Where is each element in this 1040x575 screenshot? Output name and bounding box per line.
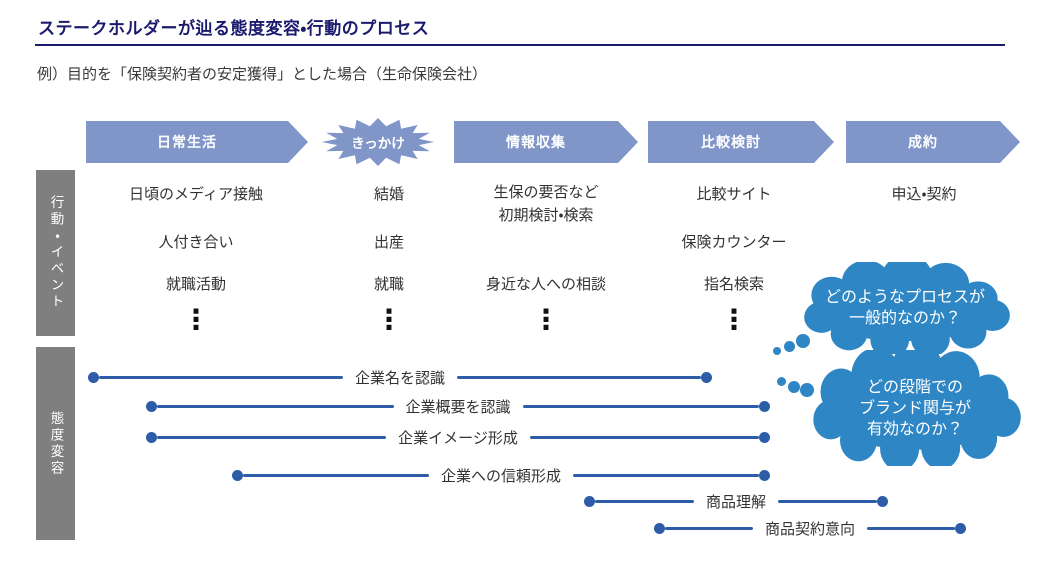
thought-tail-dot [777, 377, 786, 386]
line-endpoint-dot [146, 400, 157, 412]
line-endpoint-dot [232, 469, 243, 481]
behavior-item: 人付き合い [158, 234, 234, 251]
title-underline [35, 44, 1005, 46]
behavior-item: 就職活動 [165, 276, 226, 293]
behavior-column-daily-life: 日頃のメディア接触 人付き合い 就職活動 ⋮ [96, 178, 296, 346]
ellipsis: ⋮ [182, 304, 210, 335]
line-endpoint-dot [759, 400, 771, 412]
behavior-item: 指名検索 [703, 276, 764, 293]
behavior-item: 初期検討・検索 [498, 207, 594, 224]
line-segment [99, 375, 343, 379]
page-subtitle: 例）目的を「保険契約者の安定獲得」とした場合（生命保険会社） [37, 66, 488, 83]
line-segment [867, 526, 956, 530]
behavior-item: 生保の要否など [493, 184, 599, 201]
line-segment [457, 375, 702, 379]
ellipsis: ⋮ [532, 304, 560, 335]
line-endpoint-dot [701, 371, 713, 383]
page-title: ステークホルダーが辿る態度変容・行動のプロセス [38, 19, 430, 38]
stage-label: 情報収集 [506, 134, 566, 150]
line-endpoint-dot [584, 495, 595, 507]
cloud-icon [804, 262, 1010, 354]
thought-tail-dot [773, 347, 781, 355]
bubble-line: ブランド関与が [858, 399, 971, 417]
behavior-column-trigger: 結婚 出産 就職 ⋮ [314, 178, 464, 346]
line-segment [157, 435, 387, 439]
behavior-item: 保険カウンター [681, 234, 787, 251]
thought-tail-dot [796, 334, 810, 348]
attitude-line-label: 企業への信頼形成 [441, 467, 562, 485]
behavior-column-contract: 申込・契約 [839, 178, 1009, 346]
line-segment [157, 404, 394, 408]
attitude-line-label: 商品契約意向 [765, 520, 856, 538]
attitude-line-company-trust: 企業への信頼形成 [232, 464, 771, 486]
behavior-column-comparison: 比較サイト 保険カウンター 指名検索 ⋮ [649, 178, 819, 346]
line-endpoint-dot [654, 522, 665, 534]
attitude-line-company-overview: 企業概要を認識 [146, 395, 771, 417]
attitude-line-company-image: 企業イメージ形成 [146, 426, 771, 448]
attitude-line-label: 企業イメージ形成 [398, 429, 518, 447]
behavior-item: 申込・契約 [891, 186, 957, 203]
attitude-line-company-name: 企業名を認識 [88, 366, 713, 388]
stage-arrow-contract: 成約 [846, 121, 1020, 163]
behavior-item: 比較サイト [696, 186, 772, 203]
line-segment [665, 526, 753, 530]
bubble-line: 一般的なのか？ [848, 310, 961, 327]
attitude-line-label: 企業名を認識 [355, 369, 446, 387]
line-segment [778, 499, 878, 503]
bubble-line: どの段階での [866, 378, 963, 396]
thought-bubble-text: どのようなプロセスが 一般的なのか？ [793, 262, 1017, 354]
row-header-behavior-events: 行動・イベント [36, 170, 75, 336]
thought-bubble-brand-engagement: どの段階での ブランド関与が 有効なのか？ [802, 350, 1028, 466]
ellipsis: ⋮ [720, 304, 748, 335]
behavior-item: 身近な人への相談 [485, 276, 606, 293]
attitude-line-purchase-intent: 商品契約意向 [654, 517, 967, 539]
line-endpoint-dot [877, 495, 889, 507]
line-endpoint-dot [955, 522, 967, 534]
behavior-item: 出産 [373, 234, 404, 251]
line-endpoint-dot [88, 371, 99, 383]
behavior-item: 結婚 [373, 186, 404, 203]
line-segment [573, 473, 760, 477]
stage-burst-trigger: きっかけ [320, 117, 436, 167]
line-segment [243, 473, 429, 477]
burst-shape-icon [321, 118, 435, 166]
cloud-icon [813, 350, 1021, 466]
behavior-column-info-gathering: 生保の要否など 初期検討・検索 身近な人への相談 ⋮ [456, 178, 636, 346]
line-segment [595, 499, 694, 503]
row-header-attitude-change: 態度変容 [36, 347, 75, 540]
line-endpoint-dot [759, 431, 771, 443]
stage-arrow-info-gathering: 情報収集 [454, 121, 638, 163]
line-endpoint-dot [146, 431, 157, 443]
thought-tail-dot [800, 383, 814, 397]
stage-arrow-daily-life: 日常生活 [86, 121, 308, 163]
thought-tail-dot [788, 381, 800, 393]
ellipsis: ⋮ [375, 304, 403, 335]
attitude-line-label: 企業概要を認識 [405, 398, 511, 416]
attitude-line-product-understanding: 商品理解 [584, 490, 889, 512]
bubble-line: どのようなプロセスが [824, 289, 985, 306]
line-segment [522, 404, 760, 408]
stage-arrow-comparison: 比較検討 [648, 121, 834, 163]
bubble-line: 有効なのか？ [866, 420, 963, 438]
behavior-item: 日頃のメディア接触 [129, 186, 263, 203]
line-endpoint-dot [759, 469, 771, 481]
thought-bubble-process: どのようなプロセスが 一般的なのか？ [793, 262, 1017, 354]
behavior-item: 就職 [373, 276, 404, 293]
stage-label: 比較検討 [701, 134, 761, 150]
attitude-line-label: 商品理解 [706, 493, 767, 511]
stage-label: きっかけ [351, 136, 405, 151]
thought-tail-dot [784, 341, 795, 352]
stage-label: 日常生活 [157, 134, 217, 150]
stage-label: 成約 [908, 134, 938, 150]
line-segment [529, 435, 760, 439]
thought-bubble-text: どの段階での ブランド関与が 有効なのか？ [802, 350, 1028, 466]
